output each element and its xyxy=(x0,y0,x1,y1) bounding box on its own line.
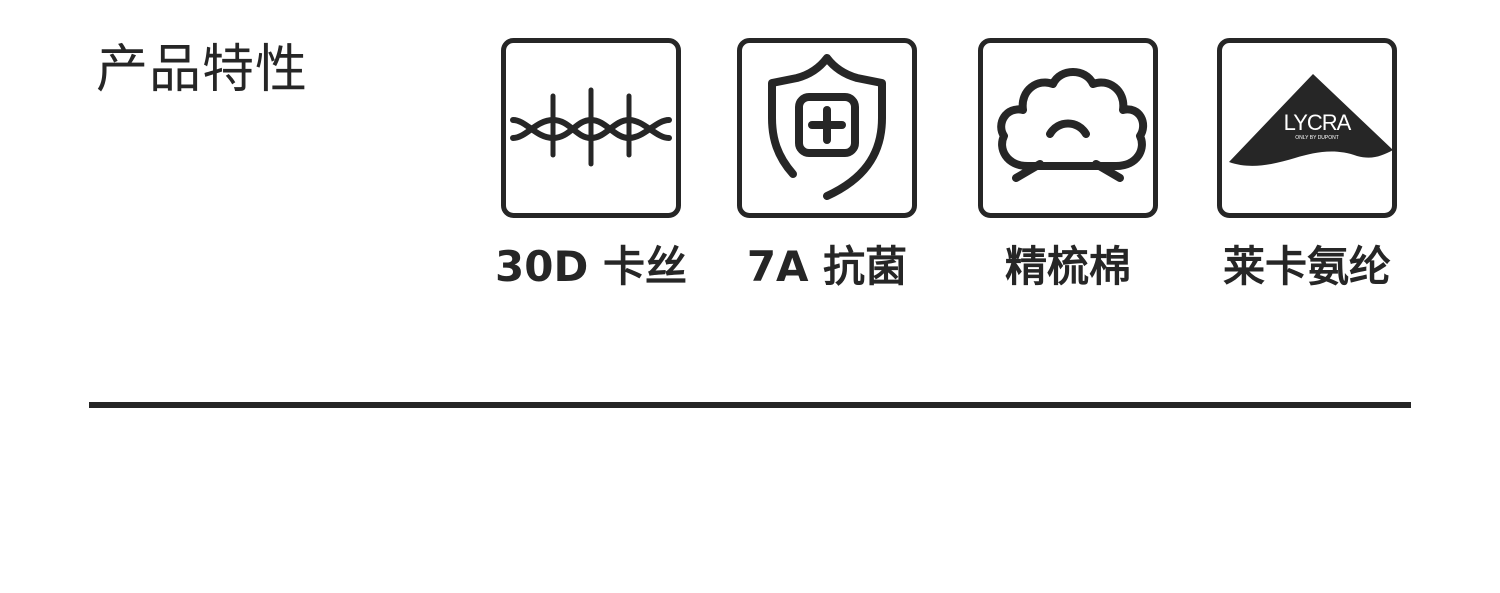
lycra-logo-text: LYCRA xyxy=(1284,110,1352,135)
feature-item-30d: 30D 卡丝 xyxy=(495,38,687,306)
feature-item-antibacterial: 7A 抗菌 xyxy=(737,38,917,306)
lycra-logo-icon: LYCRA ONLY BY DUPONT xyxy=(1217,38,1397,218)
section-title: 产品特性 xyxy=(96,40,309,100)
shield-plus-icon xyxy=(737,38,917,218)
feature-label: 莱卡氨纶 xyxy=(1222,242,1391,291)
woven-thread-icon xyxy=(501,38,681,218)
divider xyxy=(89,402,1411,408)
feature-item-combed-cotton: 精梳棉 xyxy=(978,38,1158,306)
lycra-logo-subtext: ONLY BY DUPONT xyxy=(1295,135,1339,141)
feature-item-lycra: LYCRA ONLY BY DUPONT 莱卡氨纶 xyxy=(1217,38,1397,306)
feature-label: 7A 抗菌 xyxy=(746,242,908,291)
feature-label: 30D 卡丝 xyxy=(495,242,687,291)
feature-label: 精梳棉 xyxy=(1004,242,1131,291)
cotton-icon xyxy=(978,38,1158,218)
